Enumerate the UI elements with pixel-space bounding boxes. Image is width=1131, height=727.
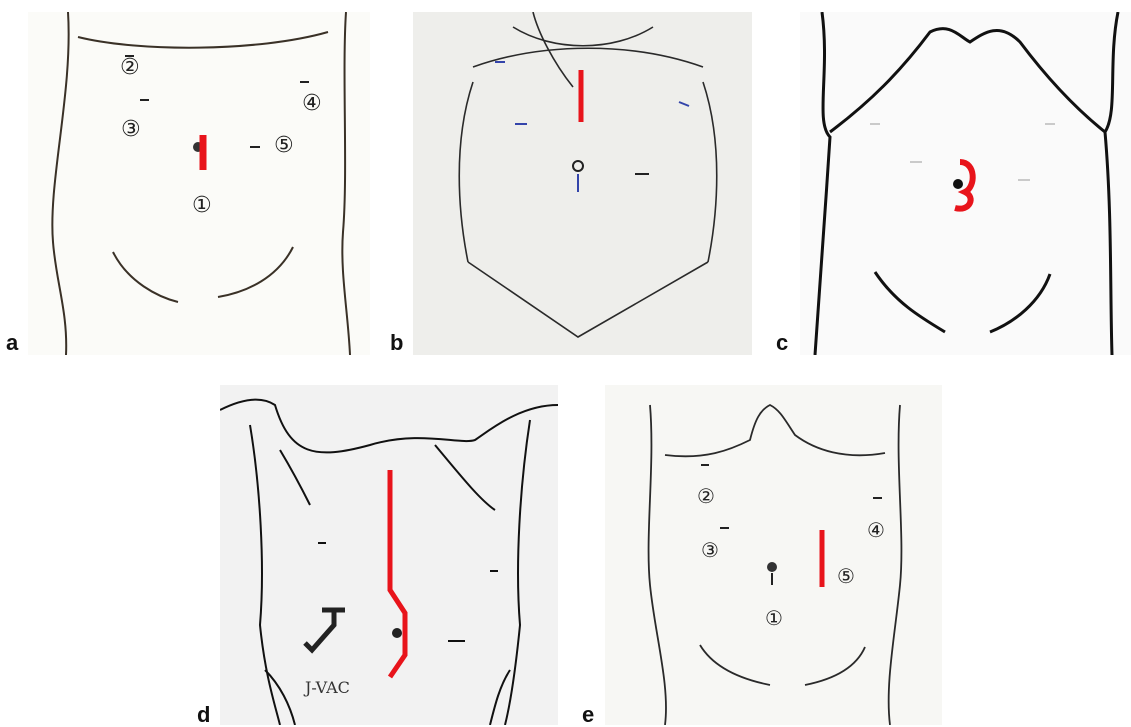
panel-c-letter: c	[776, 332, 788, 354]
panel-c-figure	[800, 12, 1131, 355]
j-vac-drain-label: J-VAC	[303, 678, 350, 697]
panel-b-letter: b	[390, 332, 403, 354]
port-5-label: ⑤	[274, 133, 294, 158]
port-1-label: ①	[765, 606, 783, 630]
port-1-label: ①	[192, 193, 212, 218]
panel-d-figure: J-VAC	[220, 385, 558, 725]
port-3-label: ③	[701, 538, 719, 562]
port-5-label: ⑤	[837, 564, 855, 588]
port-2-label: ②	[697, 484, 715, 508]
panel-e-letter: e	[582, 704, 594, 726]
panel-a-letter: a	[6, 332, 18, 354]
port-3-label: ③	[121, 117, 141, 142]
panel-a-figure: ② ③ ④ ⑤ ①	[28, 12, 370, 355]
port-2-label: ②	[120, 55, 140, 80]
port-4-label: ④	[867, 518, 885, 542]
panel-e-figure: ② ③ ④ ⑤ ①	[605, 385, 942, 725]
port-4-label: ④	[302, 91, 322, 116]
panel-b-figure	[413, 12, 752, 355]
panel-d-letter: d	[197, 704, 210, 726]
